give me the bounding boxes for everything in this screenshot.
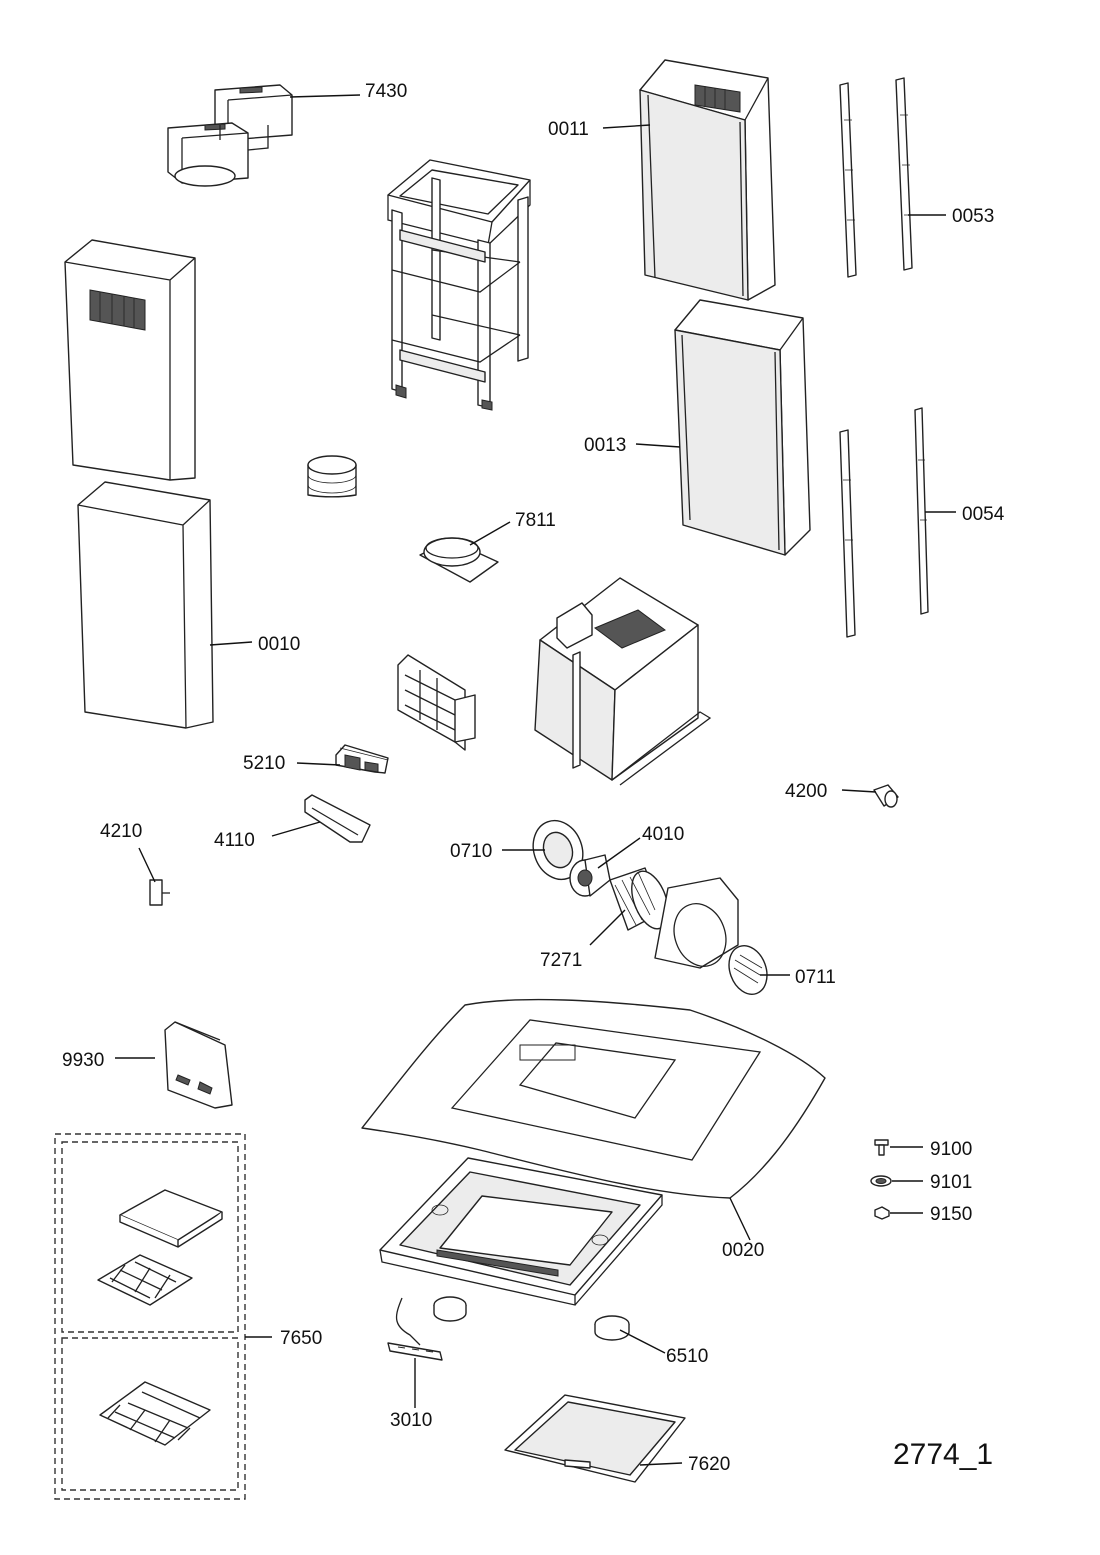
label-0013: 0013: [584, 435, 626, 456]
part-labels: 7430 0011 0053 0013 0054 0010 7811 5210 …: [62, 81, 1005, 1475]
label-0010: 0010: [258, 634, 300, 655]
motor-housing-box: [534, 577, 712, 786]
part-9930-hardware-bag: [164, 1021, 233, 1109]
duct-ring: [307, 455, 357, 498]
part-0020-glass-canopy: [361, 998, 826, 1199]
label-4210: 4210: [100, 821, 142, 842]
label-7620: 7620: [688, 1454, 730, 1475]
label-7811: 7811: [515, 510, 556, 531]
label-9100: 9100: [930, 1139, 972, 1160]
part-4200-capacitor: [873, 784, 899, 808]
label-0011: 0011: [548, 119, 589, 140]
part-0011-upper-chimney-right: [639, 59, 776, 301]
label-7271: 7271: [540, 950, 582, 971]
part-4210-switch: [149, 879, 170, 906]
label-0711: 0711: [795, 967, 836, 988]
part-4110-light-cover: [304, 794, 371, 843]
frame-chassis: [387, 159, 531, 411]
part-9101-ring: [870, 1175, 892, 1187]
label-5210: 5210: [243, 753, 285, 774]
part-3010-control-panel: [387, 1297, 443, 1361]
part-0710-inlet-ring: [532, 819, 584, 881]
label-7430: 7430: [365, 81, 407, 102]
part-0711-inlet-grille: [728, 945, 768, 995]
part-7811-flange: [419, 537, 499, 583]
label-4110: 4110: [214, 830, 255, 851]
blower-housing: [654, 877, 739, 969]
label-0710: 0710: [450, 841, 492, 862]
label-7650: 7650: [280, 1328, 322, 1349]
label-9101: 9101: [930, 1172, 972, 1193]
part-0013-lower-chimney-right: [674, 299, 811, 556]
label-9930: 9930: [62, 1050, 104, 1071]
part-7620-filter-frame: [504, 1394, 686, 1483]
label-4010: 4010: [642, 824, 684, 845]
part-0054-rails: [839, 407, 929, 638]
part-0010-chimney-covers-left: [64, 239, 214, 729]
filter-cassette: [397, 654, 476, 751]
part-4010-motor: [569, 854, 611, 897]
label-0020: 0020: [722, 1240, 764, 1261]
diagram-id: 2774_1: [893, 1438, 993, 1471]
part-5210-pcb: [335, 744, 389, 774]
label-0053: 0053: [952, 206, 994, 227]
label-9150: 9150: [930, 1204, 972, 1225]
canopy-body: [379, 1157, 663, 1306]
part-9100-fastener: [874, 1139, 889, 1156]
label-6510: 6510: [666, 1346, 708, 1367]
part-0053-rails: [839, 77, 913, 278]
leader-lines: [115, 94, 956, 1466]
part-7430-duct-connector: [167, 84, 293, 187]
label-3010: 3010: [390, 1410, 432, 1431]
part-6510-lamp: [433, 1296, 630, 1341]
label-0054: 0054: [962, 504, 1005, 525]
label-4200: 4200: [785, 781, 827, 802]
part-7650-filter-kit: [54, 1133, 246, 1500]
part-9150-nut: [874, 1206, 890, 1220]
